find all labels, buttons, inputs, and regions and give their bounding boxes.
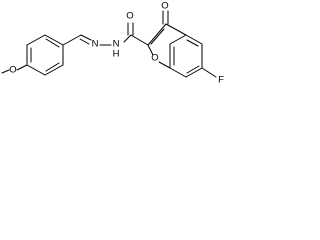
pyranone-ring	[147, 10, 187, 69]
atom-label-fluoro: F	[218, 75, 224, 86]
ring-ch-bond	[62, 34, 82, 46]
benzene-ring	[26, 34, 64, 76]
nh-carbonyl-bond	[123, 34, 132, 43]
pyranone-bond	[158, 61, 171, 69]
benzo-double-bond	[186, 39, 199, 47]
carbonyl-ring-bond	[130, 34, 149, 46]
benzo-bond	[169, 67, 187, 78]
atom-label-keto-o: O	[161, 1, 168, 12]
atom-label-methoxy-o: O	[9, 65, 16, 76]
pyranone-bond	[165, 23, 187, 36]
pyranone-bond	[147, 44, 154, 56]
ch-n-double-bond	[79, 38, 90, 45]
ch-n-double-bond	[80, 34, 92, 41]
atom-label-carbonyl-o: O	[126, 11, 133, 22]
fluoro-bond	[201, 67, 217, 78]
atom-label-hydrazone-n2: N	[113, 39, 120, 50]
benzene-bond	[26, 64, 46, 76]
methoxy-ring-bond	[16, 64, 28, 71]
carboxamide-group	[127, 22, 149, 46]
methyl-bond	[1, 69, 10, 74]
atom-labels: O N N H O O O F	[9, 1, 224, 86]
atom-label-ring-o: O	[151, 53, 158, 64]
atom-label-nh-h: H	[113, 49, 120, 60]
chemical-structure-diagram: O N N H O O O F	[1, 1, 224, 86]
atom-label-hydrazone-n1: N	[92, 39, 99, 50]
pyranone-double-bond	[150, 28, 165, 45]
benzo-double-bond	[186, 65, 200, 74]
benzene-bond	[44, 34, 64, 46]
benzene-double-bond	[45, 38, 60, 48]
pyranone-bond	[147, 23, 167, 46]
benzene-double-bond	[45, 62, 60, 72]
benzo-ring	[169, 34, 217, 78]
methoxy-group	[1, 64, 28, 74]
pyranone-bond	[169, 34, 187, 45]
benzene-bond	[44, 64, 64, 76]
benzene-bond	[26, 34, 46, 46]
benzo-bond	[185, 67, 203, 78]
benzo-bond	[185, 34, 203, 45]
hydrazone-linker	[62, 34, 132, 46]
